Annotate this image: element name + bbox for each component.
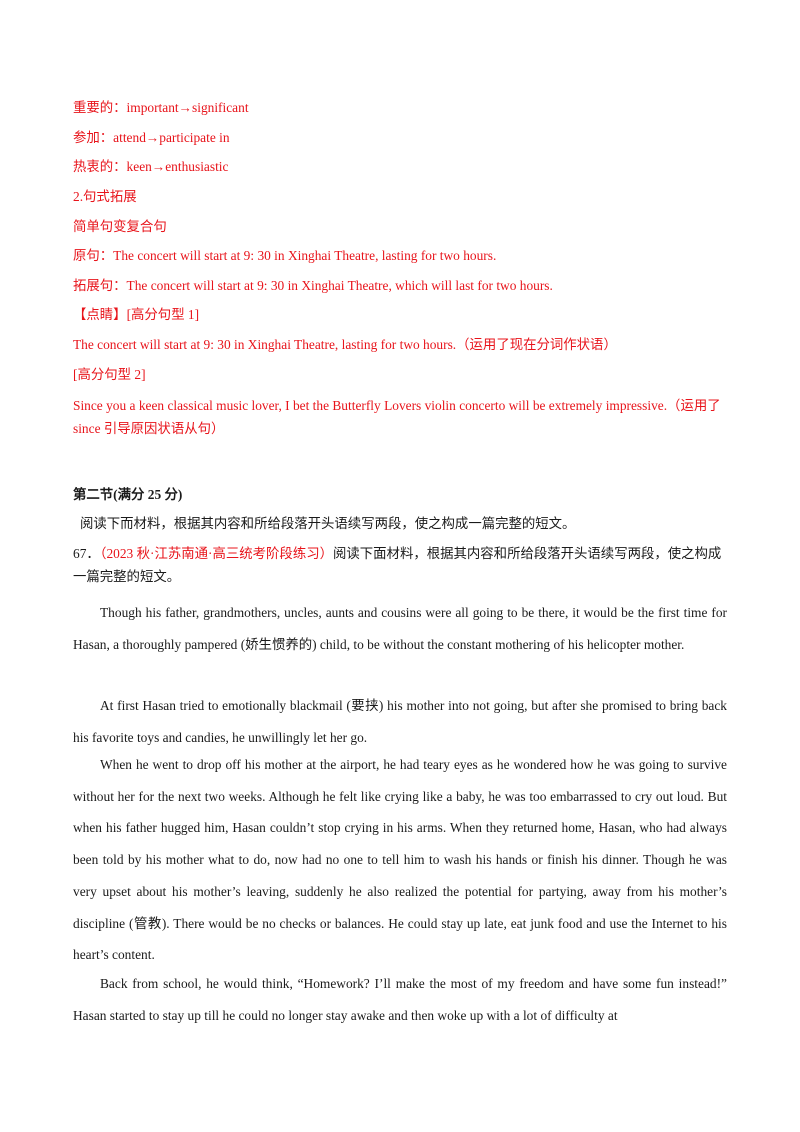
question-number: 67． bbox=[73, 546, 100, 561]
question-block: 67．（2023 秋·江苏南通·高三统考阶段练习）阅读下面材料，根据其内容和所给… bbox=[73, 542, 727, 588]
pattern2-label: [高分句型 2] bbox=[73, 367, 146, 382]
passage-paragraph-1: Though his father, grandmothers, uncles,… bbox=[73, 605, 727, 652]
question-text: 阅读下面材料，根据其内容和所给段落开头语续写两段，使之构成一篇完整的短文。 bbox=[73, 546, 722, 584]
original-sentence: 原句：The concert will start at 9: 30 in Xi… bbox=[73, 248, 497, 263]
sub-heading-simple-to-complex: 简单句变复合句 bbox=[73, 219, 167, 234]
pattern1-label: [高分句型 1] bbox=[126, 307, 200, 322]
passage-paragraph-4: Back from school, he would think, “Homew… bbox=[73, 976, 727, 1023]
instruction-text: 阅读下而材料，根据其内容和所给段落开头语续写两段，使之构成一篇完整的短文。 bbox=[80, 516, 576, 531]
vocab-item-attend: 参加：attend→participate in bbox=[73, 130, 230, 145]
section-heading-sentence-expansion: 2.句式拓展 bbox=[73, 189, 137, 204]
vocab-item-important: 重要的：important→significant bbox=[73, 100, 249, 115]
section-title: 第二节(满分 25 分) bbox=[73, 487, 183, 502]
pattern2-sentence: Since you a keen classical music lover, … bbox=[73, 398, 721, 436]
question-source: （2023 秋·江苏南通·高三统考阶段练习） bbox=[99, 546, 333, 561]
expanded-sentence: 拓展句：The concert will start at 9: 30 in X… bbox=[73, 278, 553, 293]
passage-paragraph-3: When he went to drop off his mother at t… bbox=[73, 757, 727, 963]
vocab-item-keen: 热衷的：keen→enthusiastic bbox=[73, 159, 229, 174]
tip-line: 【点睛】[高分句型 1] bbox=[73, 306, 199, 324]
tip-label: 【点睛】 bbox=[73, 307, 127, 322]
passage-paragraph-2: At first Hasan tried to emotionally blac… bbox=[73, 698, 727, 745]
pattern1-sentence: The concert will start at 9: 30 in Xingh… bbox=[73, 337, 617, 352]
